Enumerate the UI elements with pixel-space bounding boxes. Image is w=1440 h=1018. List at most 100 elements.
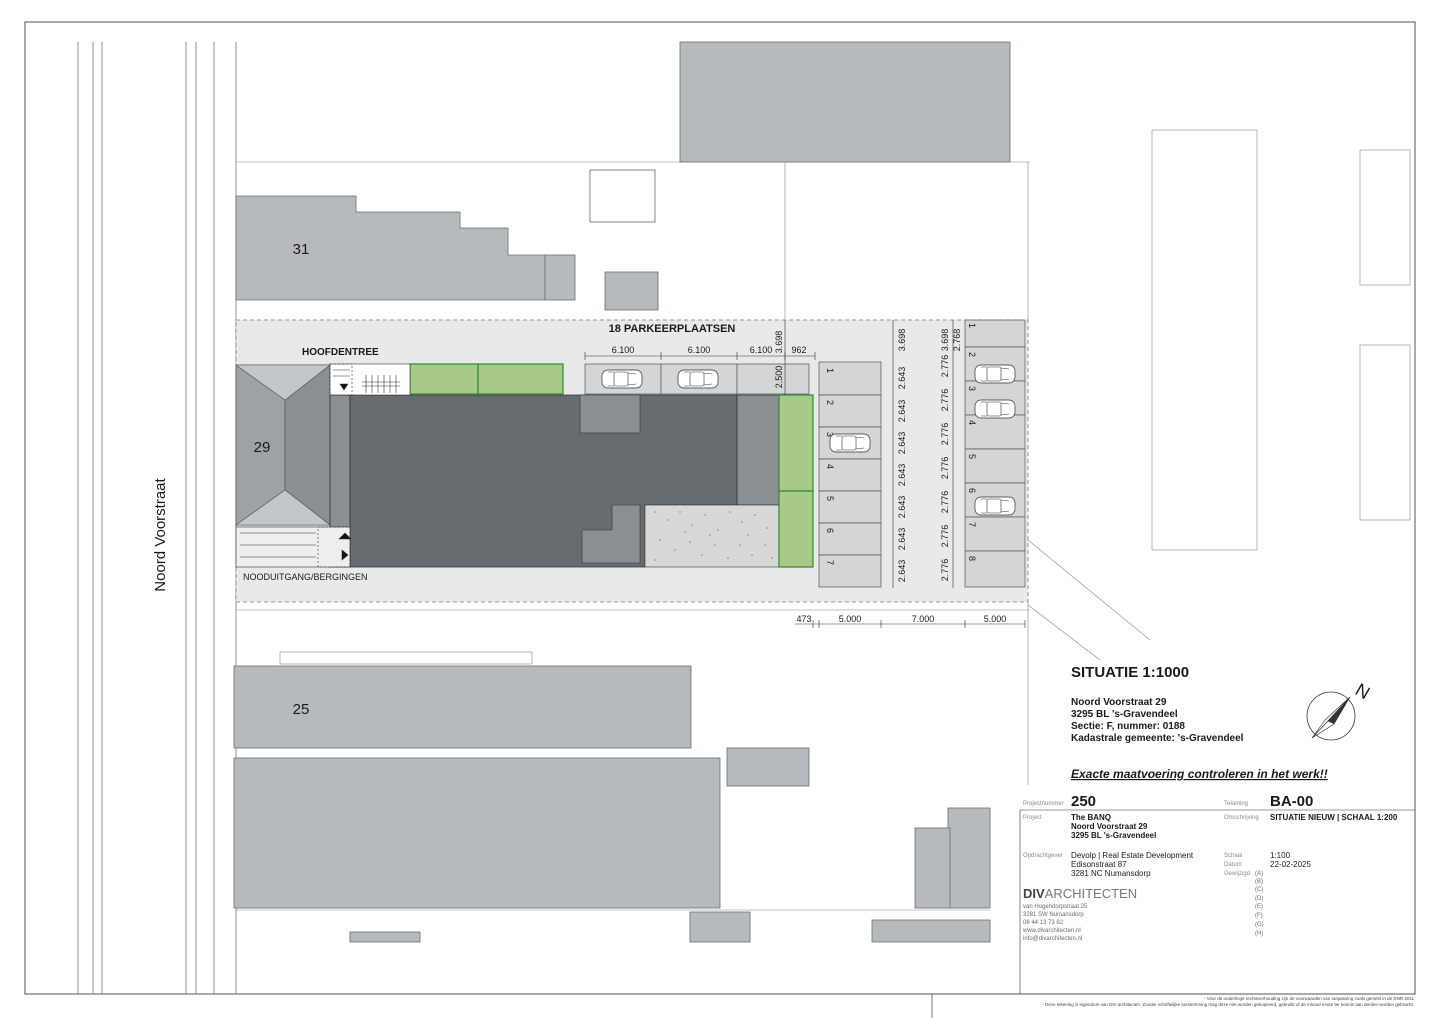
green-strip-1	[409, 363, 479, 395]
parking-number: 7	[967, 522, 977, 527]
dim-col1: 2.643	[897, 560, 907, 583]
address-line-2: 3295 BL 's-Gravendeel	[1071, 709, 1178, 720]
tb-project-label: Project	[1023, 815, 1042, 821]
parking-numbers-left: 1 2 3 4 5 6 7	[825, 368, 835, 565]
office-line: van Hogendorpstraat 25	[1023, 904, 1088, 910]
office-logo-bold: DIV	[1023, 886, 1045, 901]
parking-column-1	[818, 361, 882, 588]
neighbour-bottom-5	[871, 919, 991, 943]
dim-col2: 3.698	[940, 329, 950, 352]
dim-col1: 2.643	[897, 400, 907, 423]
tb-opdrachtgever-line: Devolp | Real Estate Development	[1071, 851, 1194, 860]
dim-col2: 2.776	[940, 355, 950, 378]
tb-schaal: 1:100	[1270, 851, 1291, 860]
parking-number: 2	[967, 352, 977, 357]
dim-col2: 2.776	[940, 491, 950, 514]
parking-number: 1	[967, 323, 977, 328]
neighbour-bottom-right-2	[914, 827, 951, 909]
tb-revision: (E)	[1255, 904, 1263, 910]
dim-vert-2: 2.500	[774, 366, 784, 389]
car-icon	[601, 369, 643, 389]
tb-revision: (F)	[1255, 913, 1263, 919]
tb-datum-label: Datum	[1224, 862, 1242, 868]
office-line: 06 44 13 73 82	[1023, 920, 1064, 926]
office-line: www.divarchitecten.nl	[1022, 928, 1081, 934]
tb-tekening-label: Tekening	[1224, 801, 1248, 807]
parking-number: 3	[967, 386, 977, 391]
parking-number: 1	[825, 368, 835, 373]
car-icon	[677, 369, 719, 389]
dim-col2: 2.776	[940, 389, 950, 412]
office-logo: DIVARCHITECTEN	[1023, 886, 1137, 901]
office-line: 3281 SW Numansdorp	[1023, 912, 1084, 918]
tb-datum: 22-02-2025	[1270, 860, 1311, 869]
tb-revision: (A)	[1255, 871, 1263, 877]
tb-revision: (B)	[1255, 879, 1263, 885]
parking-number: 2	[825, 400, 835, 405]
parking-top-row	[584, 363, 810, 395]
car-icon	[829, 433, 871, 453]
green-strip-4	[778, 490, 814, 568]
dimension-lines	[584, 320, 1026, 628]
tb-revisions: (A) (B) (C) (D) (E) (F) (G) (H)	[1255, 871, 1264, 937]
parking-number: 4	[967, 420, 977, 425]
parking-number: 3	[825, 432, 835, 437]
dim-col1: 2.643	[897, 496, 907, 519]
house-number-31: 31	[293, 241, 310, 258]
parking-number: 7	[825, 560, 835, 565]
exit-arrow-right-icon	[341, 549, 349, 561]
tb-project-line: Noord Voorstraat 29	[1071, 822, 1148, 831]
emergency-exit-area	[235, 526, 352, 568]
neighbour-outline	[589, 169, 656, 223]
dim-col1: 2.643	[897, 528, 907, 551]
dim-vert-1: 3.698	[774, 331, 784, 354]
tb-revision: (C)	[1255, 887, 1263, 893]
dim-bottom-3: 7.000	[912, 614, 935, 624]
gravel-area	[654, 511, 773, 561]
title-block	[1019, 809, 1415, 994]
green-strip-2	[477, 363, 564, 395]
building-25	[233, 665, 692, 749]
tb-projectnummer-label: Projectnummer	[1023, 801, 1064, 807]
parking-numbers-right: 1 2 3 4 5 6 7 8	[967, 323, 977, 561]
dim-col2: 2.776	[940, 457, 950, 480]
neighbour-shed	[544, 254, 576, 301]
main-entrance-area	[329, 363, 411, 396]
parking-number: 6	[967, 488, 977, 493]
office-logo-rest: ARCHITECTEN	[1045, 886, 1137, 901]
neighbour-bottom-4	[349, 931, 421, 943]
dim-col2: 2.776	[940, 559, 950, 582]
dim-col1: 2.643	[897, 367, 907, 390]
dim-col3-top: 2.768	[952, 329, 962, 352]
north-arrow-icon	[1306, 691, 1356, 741]
tb-projectnummer: 250	[1071, 793, 1096, 810]
car-icon	[974, 364, 1016, 384]
dim-col1: 3.698	[897, 329, 907, 352]
parking-number: 6	[825, 528, 835, 533]
tb-omschrijving: SITUATIE NIEUW | SCHAAL 1:200	[1270, 813, 1398, 822]
dim-top-4: 962	[791, 345, 806, 355]
disclaimer-1: - Voor de onderlinge rechtsverhouding zi…	[1204, 996, 1415, 1001]
emergency-exit-label: NOODUITGANG/BERGINGEN	[243, 572, 368, 582]
tb-schaal-label: Schaal	[1224, 853, 1242, 859]
office-line: info@divarchitecten.nl	[1023, 936, 1082, 942]
exit-arrow-up-icon	[338, 532, 352, 540]
dim-column-1: 3.698 2.643 2.643 2.643 2.643 2.643 2.64…	[897, 329, 907, 583]
parking-number: 4	[825, 464, 835, 469]
green-areas	[409, 363, 814, 568]
address-line-4: Kadastrale gemeente: 's-Gravendeel	[1071, 733, 1244, 744]
dim-column-2: 3.698 2.776 2.776 2.776 2.776 2.776 2.77…	[940, 329, 950, 582]
dim-bottom-2: 5.000	[839, 614, 862, 624]
dim-col2: 2.776	[940, 423, 950, 446]
dim-col1: 2.643	[897, 432, 907, 455]
tb-opdrachtgever-label: Opdrachtgever	[1023, 853, 1063, 859]
neighbour-small-bottom	[726, 747, 810, 787]
parking-title: 18 PARKEERPLAATSEN	[609, 323, 736, 335]
neighbour-bottom	[233, 757, 721, 909]
entrance-arrow-icon	[339, 383, 349, 391]
car-icon	[974, 496, 1016, 516]
neighbour-bottom-3	[689, 911, 751, 943]
neighbour-annex	[604, 271, 659, 311]
tb-tekening: BA-00	[1270, 793, 1313, 810]
